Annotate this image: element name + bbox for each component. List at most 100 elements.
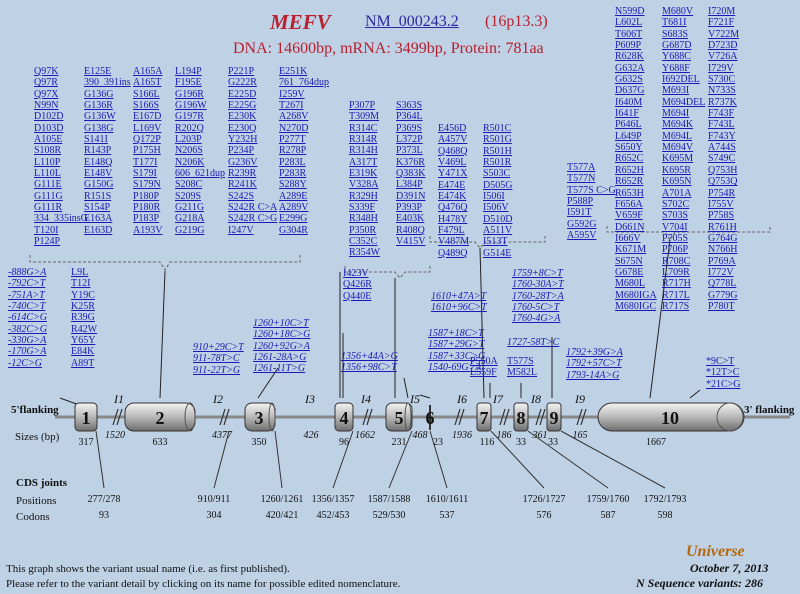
variant-link[interactable]: G687D xyxy=(662,40,692,52)
variant-link[interactable]: 1260+18C>G xyxy=(253,329,311,341)
variant-link[interactable]: S166S xyxy=(133,100,160,112)
variant-link[interactable]: Q383K xyxy=(396,168,426,180)
variant-link[interactable]: T309M xyxy=(349,111,379,123)
variant-link[interactable]: G218A xyxy=(175,213,205,225)
variant-link[interactable]: E167D xyxy=(133,111,162,123)
variant-link[interactable]: S209S xyxy=(175,190,202,202)
variant-link[interactable]: Q778L xyxy=(708,278,737,290)
variant-link[interactable]: L384P xyxy=(396,179,423,191)
variant-link[interactable]: G236V xyxy=(228,156,258,168)
variant-link[interactable]: G136W xyxy=(84,111,116,123)
variant-link[interactable]: L372P xyxy=(396,134,423,146)
variant-link[interactable]: R628K xyxy=(615,51,644,63)
variant-link[interactable]: I641F xyxy=(615,108,639,120)
variant-link[interactable]: D510D xyxy=(483,213,513,225)
variant-link[interactable]: E225D xyxy=(228,88,257,100)
variant-link[interactable]: L709R xyxy=(662,266,690,278)
variant-link[interactable]: S650Y xyxy=(615,142,643,154)
variant-link[interactable]: R202Q xyxy=(175,122,204,134)
variant-link[interactable]: P705S xyxy=(662,232,689,244)
variant-link[interactable]: S179I xyxy=(133,168,157,180)
variant-link[interactable]: T577S xyxy=(507,356,534,367)
variant-link[interactable]: 1260+10C>T xyxy=(253,318,309,329)
variant-link[interactable]: -751A>T xyxy=(8,289,45,301)
variant-link[interactable]: D102D xyxy=(34,111,64,123)
variant-link[interactable]: M680V xyxy=(662,6,694,17)
variant-link[interactable]: V328A xyxy=(349,179,379,191)
variant-link[interactable]: E403K xyxy=(396,213,425,225)
variant-link[interactable]: P758S xyxy=(708,210,735,222)
variant-link[interactable]: K695M xyxy=(662,153,694,165)
variant-link[interactable]: 1260+92G>A xyxy=(253,340,310,352)
variant-link[interactable]: Q440E xyxy=(343,290,372,302)
variant-link[interactable]: 1760-5C>T xyxy=(512,302,560,314)
variant-link[interactable]: *12T>C xyxy=(706,367,740,379)
variant-link[interactable]: E251K xyxy=(279,66,308,77)
variant-link[interactable]: S288Y xyxy=(279,179,307,191)
variant-link[interactable]: R501H xyxy=(483,145,512,157)
variant-link[interactable]: Q426R xyxy=(343,279,372,291)
variant-link[interactable]: 1587+18C>T xyxy=(428,328,484,339)
variant-link[interactable]: R354W xyxy=(349,247,381,259)
variant-link[interactable]: E225G xyxy=(228,100,257,112)
variant-link[interactable]: S141I xyxy=(84,134,108,146)
variant-link[interactable]: N766H xyxy=(708,244,738,256)
variant-link[interactable]: V704I xyxy=(662,221,688,233)
variant-link[interactable]: R278P xyxy=(279,145,307,157)
variant-link[interactable]: R652R xyxy=(615,176,644,188)
variant-link[interactable]: V487M xyxy=(438,236,470,248)
variant-link[interactable]: S503C xyxy=(483,168,511,180)
variant-link[interactable]: 1760-30A>T xyxy=(512,279,564,291)
variant-link[interactable]: E84K xyxy=(71,346,95,358)
variant-link[interactable]: M694I xyxy=(662,108,690,120)
variant-link[interactable]: 1760-28T>A xyxy=(512,290,564,302)
variant-link[interactable]: 1793-14A>G xyxy=(566,369,620,381)
variant-link[interactable]: F743F xyxy=(708,108,735,120)
variant-link[interactable]: L649P xyxy=(615,130,642,142)
variant-link[interactable]: S363S xyxy=(396,100,423,111)
variant-link[interactable]: E230Q xyxy=(228,122,257,134)
variant-link[interactable]: R348H xyxy=(349,213,378,225)
variant-link[interactable]: R501G xyxy=(483,134,512,146)
variant-link[interactable]: D723D xyxy=(708,40,738,52)
variant-link[interactable]: S166L xyxy=(133,88,160,100)
variant-link[interactable]: R717H xyxy=(662,278,691,290)
variant-link[interactable]: A457V xyxy=(438,134,468,146)
variant-link[interactable]: G304R xyxy=(279,224,308,236)
variant-link[interactable]: Q172P xyxy=(133,134,161,146)
variant-link[interactable]: Q97X xyxy=(34,88,59,100)
variant-link[interactable]: G138G xyxy=(84,122,114,134)
variant-link[interactable]: M694K xyxy=(662,119,694,131)
variant-link[interactable]: S683S xyxy=(662,28,689,40)
variant-link[interactable]: A701A xyxy=(662,187,692,199)
variant-link[interactable]: Q753Q xyxy=(708,176,738,188)
variant-link[interactable]: S339F xyxy=(349,202,376,214)
variant-link[interactable]: G779G xyxy=(708,289,738,301)
variant-link[interactable]: R761H xyxy=(708,221,737,233)
variant-link[interactable]: E474E xyxy=(438,179,466,191)
variant-link[interactable]: E148Q xyxy=(84,156,113,168)
variant-link[interactable]: P780T xyxy=(708,300,735,312)
variant-link[interactable]: G136G xyxy=(84,88,114,100)
variant-link[interactable]: G136R xyxy=(84,100,113,112)
variant-link[interactable]: E456D xyxy=(438,123,467,134)
variant-link[interactable]: G196W xyxy=(175,100,207,112)
variant-link[interactable]: A289E xyxy=(279,190,308,202)
variant-link[interactable]: 1760-4G>A xyxy=(512,313,561,325)
variant-link[interactable]: G632A xyxy=(615,62,645,74)
variant-link[interactable]: M582L xyxy=(507,367,537,379)
variant-link[interactable]: G150G xyxy=(84,179,114,191)
variant-link[interactable]: R329H xyxy=(349,190,378,202)
variant-link[interactable]: S242R C>A xyxy=(228,202,278,214)
variant-link[interactable]: K695R xyxy=(662,164,691,176)
variant-link[interactable]: I640M xyxy=(615,96,643,108)
variant-link[interactable]: A89T xyxy=(71,357,95,369)
variant-link[interactable]: K671M xyxy=(615,244,647,256)
variant-link[interactable]: M694DEL xyxy=(662,96,706,108)
variant-link[interactable]: G514E xyxy=(483,247,512,259)
variant-link[interactable]: I692DEL xyxy=(662,74,700,86)
variant-link[interactable]: V469L xyxy=(438,157,467,169)
variant-link[interactable]: F195E xyxy=(175,77,202,89)
variant-link[interactable]: P183P xyxy=(133,213,160,225)
variant-link[interactable]: I513T xyxy=(483,236,508,248)
